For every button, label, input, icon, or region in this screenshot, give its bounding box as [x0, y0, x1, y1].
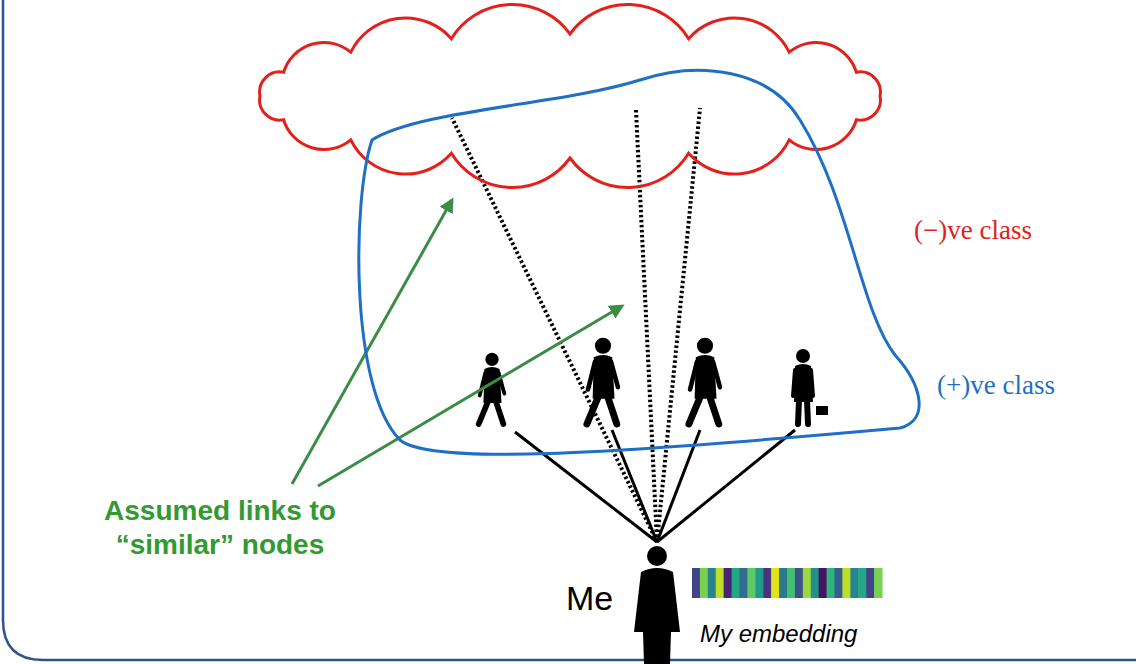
- pointer-arrow: [292, 200, 452, 484]
- person-label: Me: [566, 578, 632, 619]
- person-silhouette: [793, 349, 813, 424]
- person-silhouette: [587, 338, 618, 424]
- region-outline: [359, 70, 919, 454]
- label-holder: Assumed links to “similar” nodes: [70, 494, 370, 561]
- me-silhouette: [634, 546, 680, 664]
- assumed-link-line: [636, 110, 657, 542]
- label-holder: My embedding: [700, 620, 900, 649]
- annotation-note: Assumed links to “similar” nodes: [70, 494, 370, 561]
- class-label: (−)ve class: [914, 216, 1032, 246]
- assumed-link-line: [657, 108, 700, 542]
- positive-class-region: (+)ve class: [340, 55, 940, 475]
- node-outline: [340, 55, 940, 475]
- person-silhouette: [689, 338, 720, 424]
- class-label: (+)ve class: [937, 371, 1055, 401]
- embedding-bar: [692, 568, 883, 598]
- briefcase: [816, 406, 828, 415]
- label-holder: Me: [566, 578, 632, 619]
- embedding-caption: My embedding: [700, 620, 900, 649]
- slide-frame: [3, 0, 1136, 660]
